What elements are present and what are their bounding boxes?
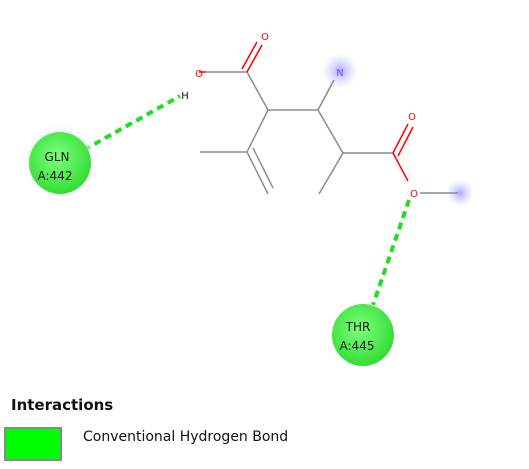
residue-thr-name: THR bbox=[345, 320, 371, 334]
residue-thr-position: A:445 bbox=[340, 339, 375, 353]
hbond-thr bbox=[371, 199, 411, 306]
atom-n-amine: N bbox=[336, 68, 343, 79]
atom-o-carbonyl-1: O bbox=[261, 32, 269, 43]
methyl-halo bbox=[446, 179, 474, 207]
atom-h-hydroxyl: H bbox=[181, 91, 189, 102]
nitrogen-halo bbox=[322, 53, 358, 89]
residue-thr: THR A:445 bbox=[332, 304, 394, 366]
legend-label-hydrogen-bond: Conventional Hydrogen Bond bbox=[83, 429, 289, 445]
hydrogen-bonds bbox=[83, 94, 411, 306]
legend-title: Interactions bbox=[11, 396, 114, 414]
atom-o-hydroxyl-1: O bbox=[195, 69, 203, 80]
hbond-gln bbox=[83, 94, 181, 152]
residue-gln-position: A:442 bbox=[38, 169, 73, 183]
atom-o-carbonyl-2: O bbox=[408, 112, 416, 123]
residue-gln-name: GLN bbox=[45, 150, 70, 164]
legend-swatch-hydrogen-bond bbox=[4, 427, 62, 461]
molecule-skeleton bbox=[199, 41, 458, 195]
atom-o-ester: O bbox=[410, 189, 418, 200]
residue-gln: GLN A:442 bbox=[22, 119, 98, 195]
